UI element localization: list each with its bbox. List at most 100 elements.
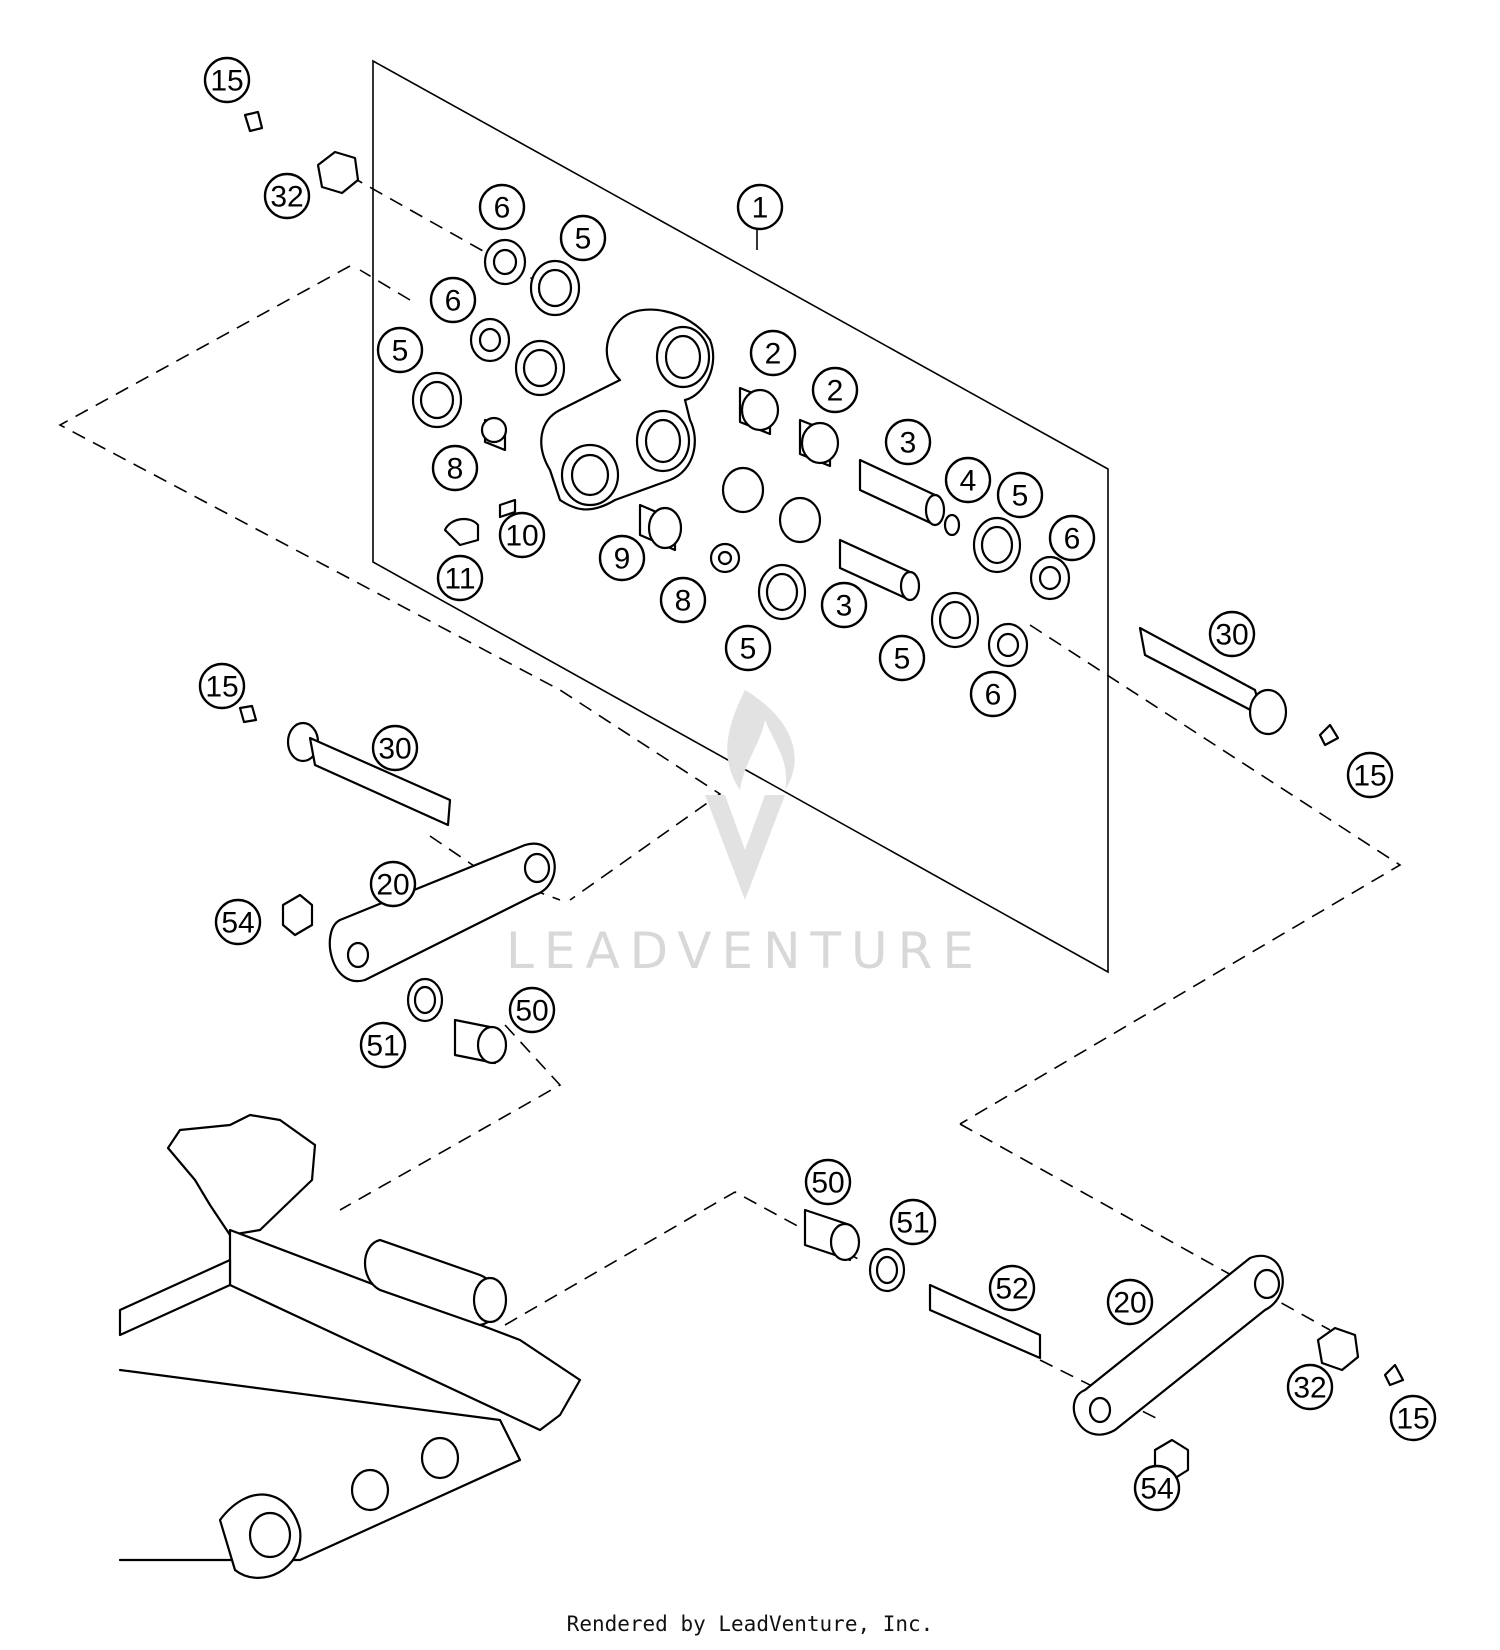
callout-6: 6 (969, 670, 1017, 718)
bearing-5-right-upper (972, 516, 1022, 574)
bolt-30-left (286, 721, 452, 827)
bushing-50-left (453, 1018, 508, 1065)
callout-circle (359, 1021, 407, 1069)
callout-8: 8 (431, 444, 479, 492)
callout-52: 52 (988, 1264, 1036, 1312)
callout-number: 2 (765, 338, 782, 371)
bearing-5-left (411, 371, 463, 429)
leadventure-watermark: LEADVENTURE (506, 690, 984, 980)
nut-32-right (1316, 1326, 1360, 1372)
callout-number: 32 (1293, 1372, 1326, 1405)
callout-number: 30 (1215, 619, 1248, 652)
callout-51: 51 (359, 1021, 407, 1069)
callout-number: 20 (1113, 1287, 1146, 1320)
callout-32: 32 (263, 172, 311, 220)
bushing-9 (638, 503, 683, 552)
bearing-6-mid (469, 317, 511, 363)
needle-bearing-2-b (798, 418, 840, 468)
callout-number: 51 (896, 1207, 929, 1240)
callout-5: 5 (996, 471, 1044, 519)
callout-circle (498, 511, 546, 559)
washer-51-right (868, 1247, 906, 1293)
spacer-8-left (480, 416, 508, 452)
callout-number: 11 (444, 563, 475, 596)
callout-circle (988, 1264, 1036, 1312)
callout-6: 6 (1048, 514, 1096, 562)
callout-number: 2 (827, 375, 844, 408)
callout-6: 6 (429, 276, 477, 324)
plug-15-top (243, 110, 264, 133)
callout-4: 4 (944, 456, 992, 504)
bearing-6-upper (483, 238, 527, 286)
callout-number: 54 (1140, 1473, 1173, 1506)
bearing-5-mid (514, 339, 566, 397)
callout-circle (214, 898, 262, 946)
callout-2: 2 (811, 366, 859, 414)
callout-30: 30 (1208, 610, 1256, 658)
callout-circle (598, 534, 646, 582)
callout-circle (1133, 1464, 1181, 1512)
callout-10: 10 (498, 511, 546, 559)
callout-circle (1389, 1394, 1437, 1442)
o-ring-4 (943, 513, 961, 537)
callout-11: 11 (436, 554, 484, 602)
callout-5: 5 (724, 624, 772, 672)
callout-3: 3 (884, 418, 932, 466)
callout-number: 5 (894, 643, 911, 676)
bearing-5-right-lower (930, 591, 980, 649)
callout-number: 15 (1396, 1403, 1429, 1436)
callout-number: 51 (366, 1030, 399, 1063)
callout-number: 15 (1353, 760, 1386, 793)
sleeve-3-lower (838, 538, 921, 602)
callout-number: 1 (752, 192, 769, 225)
callout-circle (1048, 514, 1096, 562)
callout-32: 32 (1286, 1363, 1334, 1411)
bolt-30-right (1138, 626, 1288, 736)
callout-circle (429, 276, 477, 324)
callout-number: 50 (515, 995, 548, 1028)
callout-number: 8 (675, 585, 692, 618)
callout-number: 4 (960, 465, 977, 498)
callout-number: 5 (575, 223, 592, 256)
footer-credit: Rendered by LeadVenture, Inc. (566, 1612, 934, 1636)
callout-circle (749, 329, 797, 377)
watermark-text: LEADVENTURE (506, 922, 984, 980)
nut-32-top (316, 150, 360, 195)
grease-nipple-10 (498, 498, 517, 519)
callout-1: 1 (736, 183, 784, 231)
needle-bearing-2-a (738, 386, 780, 436)
plug-15-left (238, 704, 258, 724)
plug-15-right (1318, 723, 1340, 747)
callout-30: 30 (371, 724, 419, 772)
callout-5: 5 (878, 634, 926, 682)
callout-circle (878, 634, 926, 682)
callout-circle (369, 860, 417, 908)
callout-number: 6 (445, 285, 462, 318)
callout-number: 6 (494, 192, 511, 225)
callout-circle (944, 456, 992, 504)
callout-number: 20 (376, 869, 409, 902)
callout-circle (431, 444, 479, 492)
callout-54: 54 (214, 898, 262, 946)
sleeve-3-upper (858, 458, 946, 527)
bearing-5-lower-mid (757, 563, 807, 621)
callout-8: 8 (659, 576, 707, 624)
callout-9: 9 (598, 534, 646, 582)
callout-circle (1346, 751, 1394, 799)
callout-5: 5 (376, 326, 424, 374)
callout-circle (198, 662, 246, 710)
callout-number: 50 (811, 1167, 844, 1200)
needle-bearing-2-c (721, 466, 765, 514)
cap-11 (443, 517, 480, 547)
callout-54: 54 (1133, 1464, 1181, 1512)
callout-circle (820, 581, 868, 629)
callout-number: 6 (1064, 523, 1081, 556)
callout-number: 6 (985, 679, 1002, 712)
callout-circle (884, 418, 932, 466)
callout-number: 5 (1012, 480, 1029, 513)
frame-swingarm (118, 1113, 582, 1579)
callout-15: 15 (1389, 1394, 1437, 1442)
callout-circle (724, 624, 772, 672)
